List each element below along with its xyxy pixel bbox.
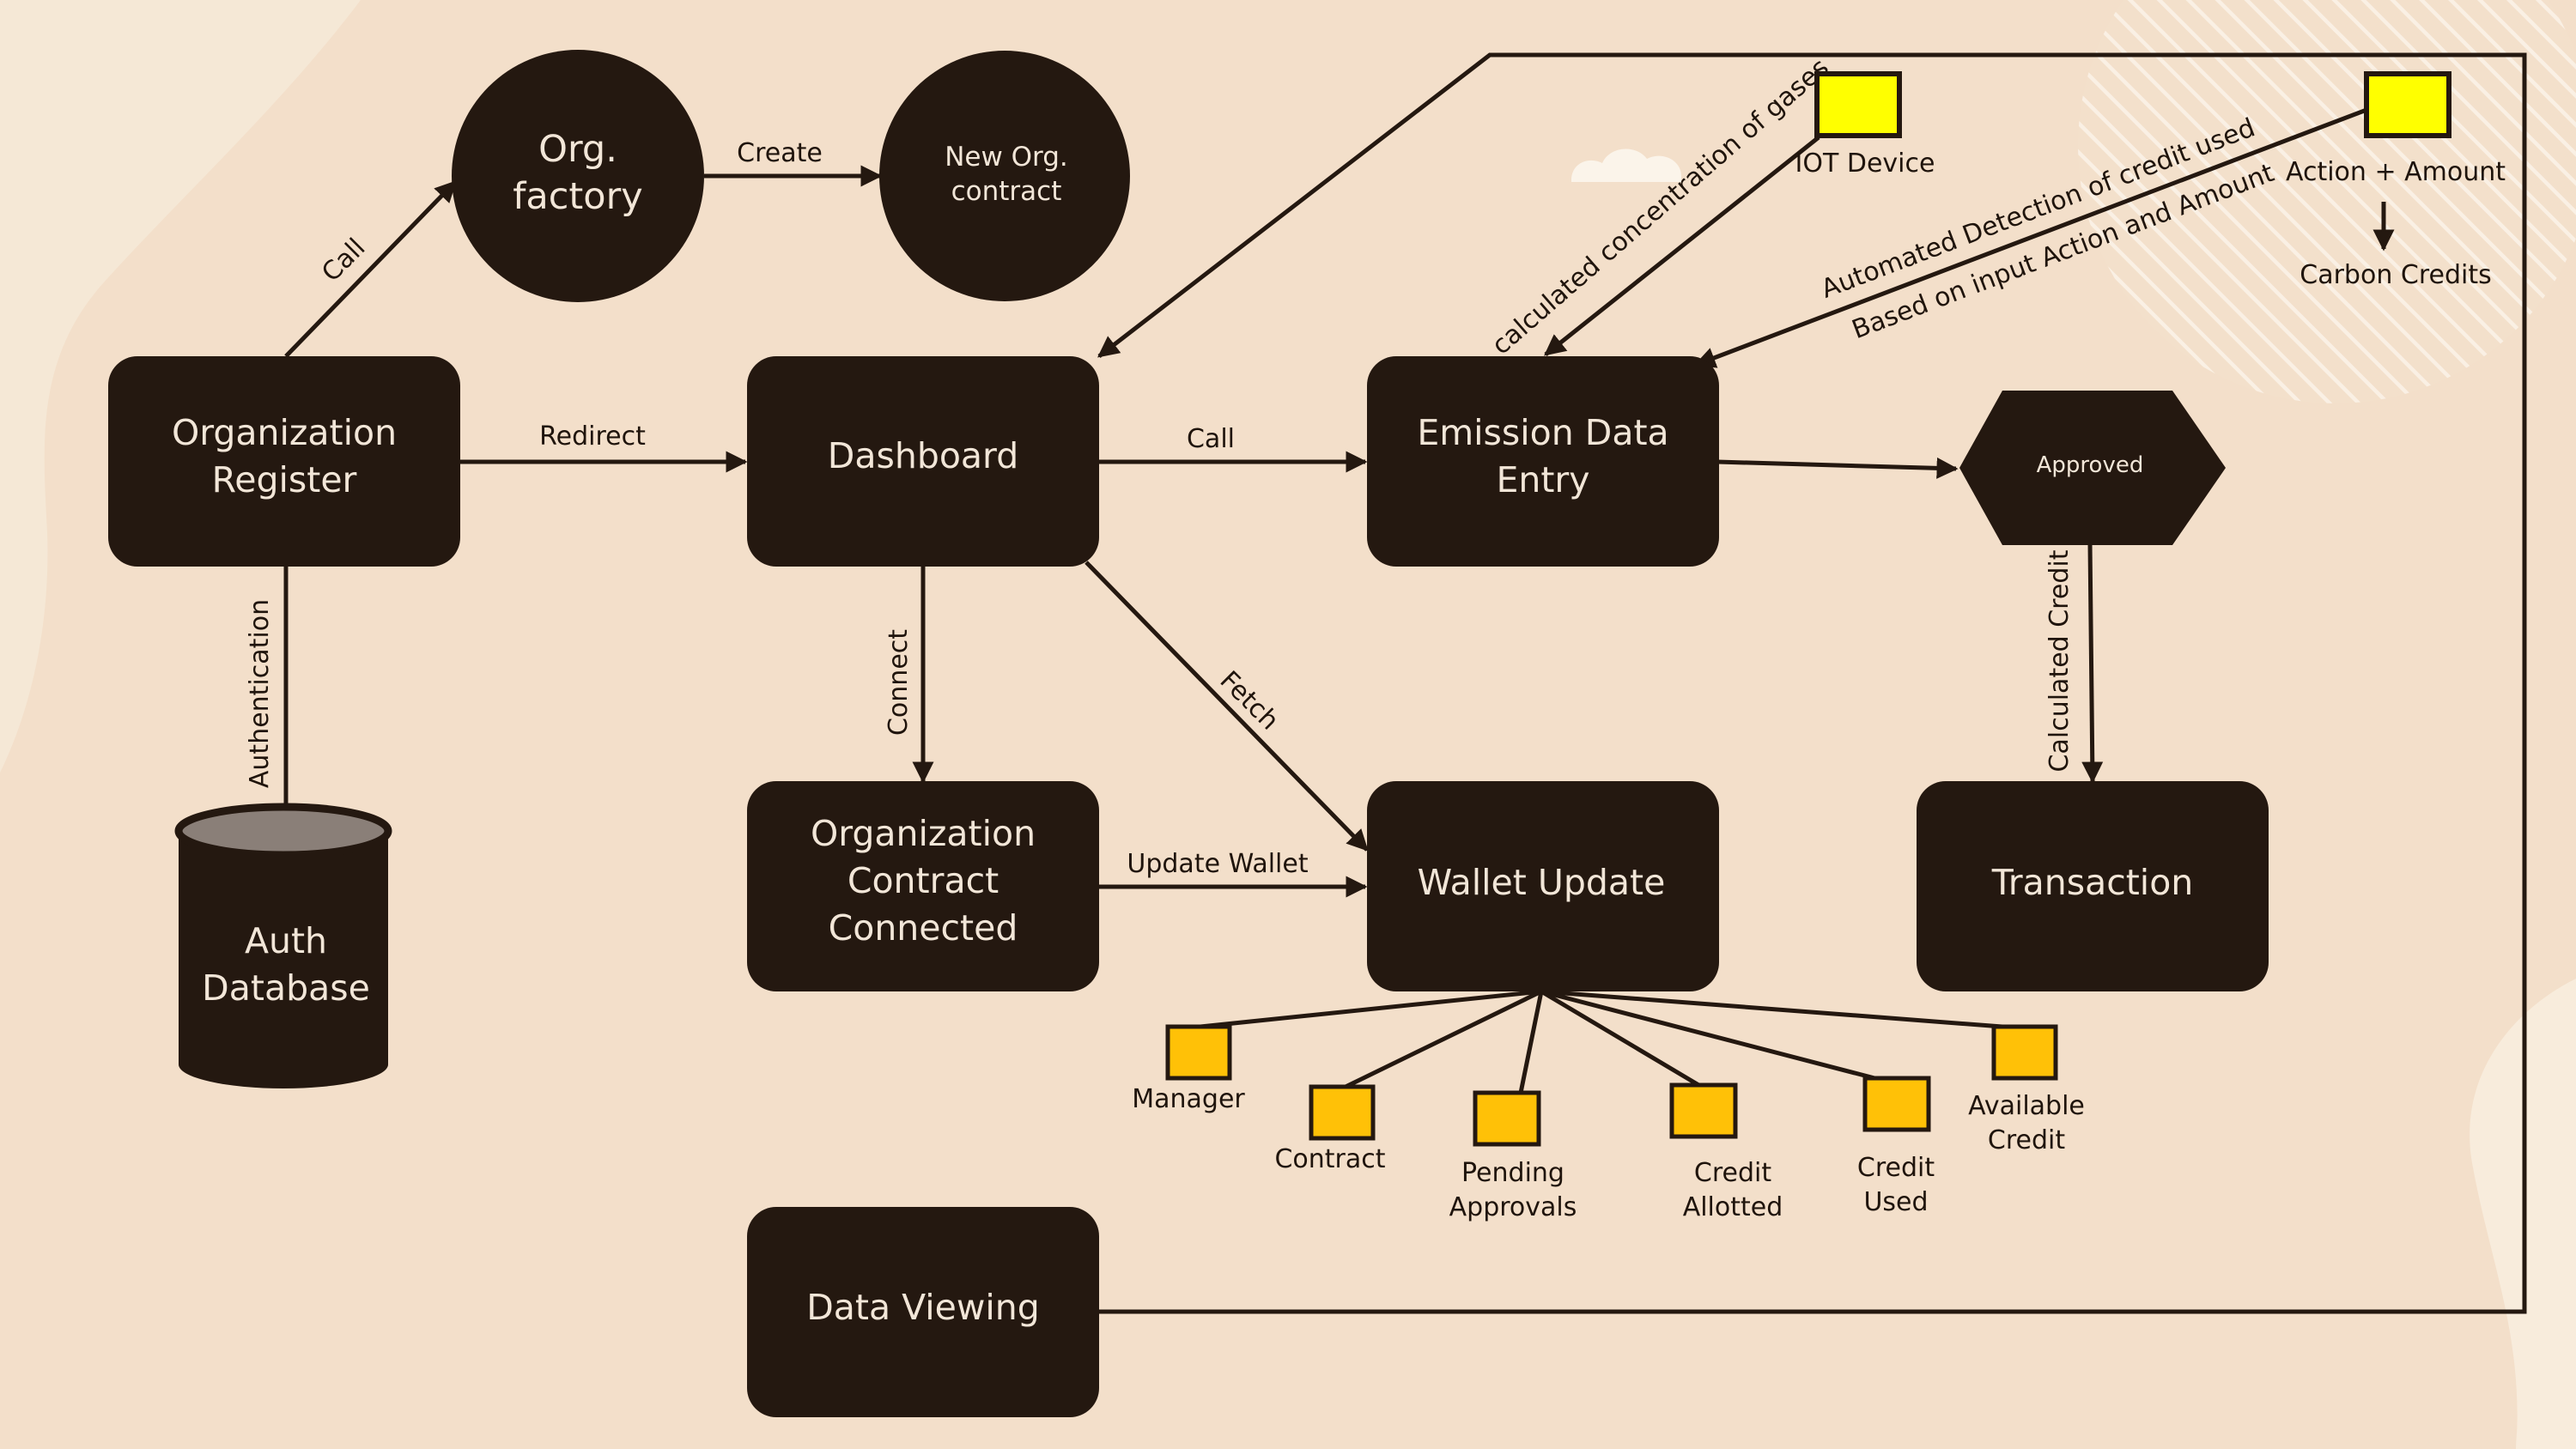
text-line: New Org. (945, 142, 1068, 173)
text-line: Data Viewing (806, 1287, 1040, 1328)
edge-iot-emission (1544, 136, 1820, 356)
text-line: Allotted (1683, 1192, 1783, 1222)
text-line: Wallet Update (1418, 862, 1666, 903)
text-line: Transaction (1991, 862, 2194, 903)
edge-label-connect: Connect (884, 629, 914, 736)
svg-text:Contract: Contract (1274, 1144, 1385, 1174)
svg-text:Dashboard: Dashboard (828, 435, 1018, 476)
text-line: Database (202, 967, 370, 1009)
text-line: Emission Data (1417, 412, 1668, 453)
text-line: Credit (1694, 1158, 1771, 1188)
text-line: Contract (1274, 1144, 1385, 1174)
text-line: Pending (1461, 1158, 1564, 1188)
action-amount-device[interactable]: Action + Amount (2286, 71, 2506, 187)
text-line: Manager (1132, 1084, 1245, 1114)
svg-text:Action + Amount: Action + Amount (2286, 157, 2506, 187)
text-line: Approved (2037, 452, 2144, 478)
text-line: Used (1863, 1187, 1928, 1217)
edge-label-call-emission: Call (1187, 424, 1235, 454)
svg-text:Wallet Update: Wallet Update (1418, 862, 1666, 903)
node-transaction[interactable]: Transaction (1917, 781, 2269, 991)
text-line: Organization (811, 813, 1036, 854)
text-line: Organization (172, 412, 397, 453)
svg-text:New Org.contract: New Org.contract (945, 142, 1068, 207)
iot-device[interactable]: IOT Device (1795, 71, 1935, 179)
node-data-viewing[interactable]: Data Viewing (747, 1207, 1099, 1417)
hatched-circle (2078, 0, 2576, 403)
text-line: Org. (538, 128, 617, 171)
node-new-org-contract[interactable]: New Org.contract (879, 51, 1130, 301)
svg-text:Org.factory: Org.factory (513, 128, 642, 218)
text-line: Credit (1988, 1125, 2065, 1155)
text-line: contract (951, 176, 1062, 207)
edge-emission-approved (1716, 457, 1959, 479)
edge-label-create: Create (737, 138, 823, 168)
text-line: factory (513, 175, 642, 218)
text-line: Approvals (1449, 1192, 1577, 1222)
text-line: Register (212, 459, 357, 500)
node-approved[interactable]: Approved (1959, 391, 2226, 545)
text-line: Entry (1496, 459, 1589, 500)
edge-label-update-wallet: Update Wallet (1127, 849, 1308, 879)
edge-action-emission (1693, 107, 2367, 368)
svg-text:Approved: Approved (2037, 452, 2144, 478)
text-line: Credit (1857, 1153, 1935, 1183)
node-org-factory[interactable]: Org.factory (452, 50, 704, 302)
text-line: Connected (829, 907, 1018, 949)
edge-fetch (1084, 561, 1369, 852)
text-line: Dashboard (828, 435, 1018, 476)
svg-text:Transaction: Transaction (1991, 862, 2194, 903)
node-wallet-update[interactable]: Wallet Update (1367, 781, 1719, 991)
svg-text:Data Viewing: Data Viewing (806, 1287, 1040, 1328)
wallet-field-manager: Manager (1132, 1024, 1245, 1114)
edge-label-calculated-credit: Calculated Credit (2044, 549, 2075, 772)
cloud (1571, 149, 1681, 182)
node-dashboard[interactable]: Dashboard (747, 356, 1099, 567)
edge-data-viewing-loop (1097, 52, 2527, 1314)
edge-label-redirect: Redirect (539, 421, 646, 452)
text-line: Contract (848, 860, 999, 901)
text-line: Available (1968, 1091, 2085, 1121)
edge-label-authentication: Authentication (245, 599, 275, 788)
wallet-field-contract: Contract (1274, 1084, 1386, 1174)
carbon-credits-label: Carbon Credits (2300, 260, 2491, 290)
edge-calculated-credit (2081, 543, 2104, 784)
wallet-fanout (1200, 989, 2026, 1098)
svg-text:IOT Device: IOT Device (1795, 149, 1935, 179)
edge-call-factory (284, 180, 457, 358)
text-line: Auth (245, 920, 327, 961)
svg-text:Manager: Manager (1132, 1084, 1245, 1114)
